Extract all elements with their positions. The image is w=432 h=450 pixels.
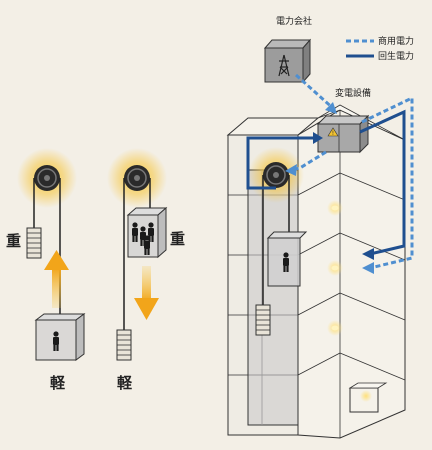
transmission-tower-icon — [278, 54, 290, 77]
light-label-left: 軽 — [50, 374, 66, 392]
cabin-icon — [126, 206, 168, 259]
svg-text:!: ! — [332, 130, 334, 137]
building — [226, 104, 406, 439]
substation-box: ! — [316, 114, 370, 154]
cabin-icon — [34, 313, 86, 361]
left-elevator-example: 重 軽 — [6, 148, 86, 392]
elevator-shaft — [247, 169, 299, 426]
up-arrow — [44, 250, 69, 308]
cabin-icon — [266, 231, 308, 287]
sheave-icon — [124, 165, 150, 191]
commercial-arrowhead — [285, 164, 297, 176]
power-company-label: 電力会社 — [276, 15, 312, 27]
commercial-power-lines — [289, 73, 414, 270]
light-label-right: 軽 — [117, 374, 133, 392]
counterweight-icon — [26, 227, 42, 259]
commercial-arrowhead — [362, 262, 374, 274]
power-company-building — [263, 38, 312, 84]
substation-label: 変電設備 — [335, 87, 371, 99]
commercial-arrowhead — [325, 102, 337, 114]
lamp-icon — [327, 200, 343, 216]
middle-elevator-example: 重 軽 — [107, 148, 185, 392]
counterweight-icon — [255, 304, 271, 336]
legend-commercial-label: 商用電力 — [378, 35, 414, 47]
legend-regenerative-label: 回生電力 — [378, 50, 414, 62]
legend: 商用電力 回生電力 — [346, 35, 414, 62]
lamp-icon — [327, 320, 343, 336]
warning-icon: ! — [327, 127, 339, 137]
heavy-label-left: 重 — [6, 232, 21, 250]
regenerative-power-lines — [246, 109, 406, 256]
sheave-icon — [34, 165, 60, 191]
down-arrow — [134, 266, 159, 320]
sheave-icon — [263, 162, 289, 188]
lamp-icon — [327, 260, 343, 276]
appliance-box — [348, 382, 388, 413]
heavy-label-right: 重 — [170, 230, 185, 248]
regenerative-arrowhead — [313, 132, 323, 144]
regenerative-arrowhead — [362, 248, 374, 260]
counterweight-icon — [116, 329, 132, 361]
